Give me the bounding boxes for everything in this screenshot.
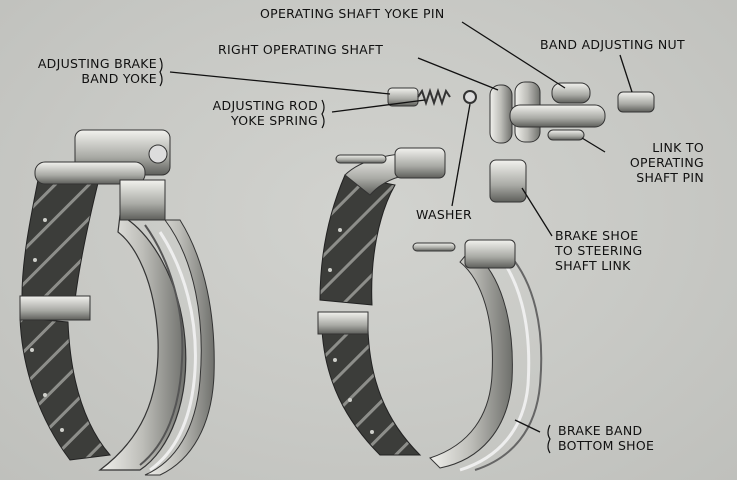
- cotter-pin-upper: [335, 154, 387, 164]
- leader-bottom-shoe: [514, 419, 541, 433]
- leader-right-shaft: [417, 57, 499, 91]
- label-line: BRAKE SHOE: [555, 228, 639, 243]
- leader-link-pin: [581, 137, 606, 153]
- yoke-pin-part: [551, 82, 591, 104]
- left-upper-lining: [21, 169, 101, 301]
- bottom-shoe-lugs: [464, 239, 516, 269]
- steering-link-part: [489, 159, 527, 203]
- label-band-adjusting-nut: BAND ADJUSTING NUT: [540, 37, 685, 52]
- leader-lines: [169, 21, 633, 433]
- label-line: SHAFT PIN: [636, 170, 704, 185]
- label-right-operating-shaft: RIGHT OPERATING SHAFT: [218, 42, 384, 57]
- label-line: BRAKE BAND: [558, 423, 643, 438]
- label-line: ADJUSTING BRAKE: [37, 56, 157, 71]
- upper-shoe-lining: [319, 174, 396, 306]
- label-line: TO STEERING: [555, 243, 643, 258]
- leader-yoke-pin: [461, 21, 566, 89]
- lower-hinge-joint: [317, 311, 369, 335]
- left-yoke-rod: [34, 161, 146, 185]
- label-brake-band-bottom-shoe: BRAKE BAND BOTTOM SHOE: [558, 423, 654, 453]
- label-adjusting-rod-yoke-spring: ADJUSTING ROD YOKE SPRING: [172, 98, 318, 128]
- left-hinge-joint: [19, 295, 91, 321]
- left-lower-lining: [19, 317, 111, 461]
- label-line: BOTTOM SHOE: [558, 438, 655, 453]
- assembled-brake-band: [19, 129, 215, 476]
- leader-adjusting-rod: [331, 99, 426, 113]
- bottom-shoe-band: [429, 249, 513, 469]
- washer-part: [463, 90, 477, 104]
- leader-band-nut: [619, 54, 633, 93]
- band-adjusting-nut-part: [617, 91, 655, 113]
- label-washer: WASHER: [416, 207, 472, 222]
- leader-adjusting-yoke: [169, 71, 391, 95]
- right-operating-shaft-part: [489, 81, 606, 144]
- label-line: YOKE SPRING: [230, 113, 318, 128]
- label-link-to-operating-shaft-pin: LINK TO OPERATING SHAFT PIN: [600, 140, 704, 185]
- lower-shoe-lining: [321, 329, 422, 456]
- exploded-brake-band: [317, 147, 543, 472]
- label-line: LINK TO: [652, 140, 704, 155]
- leader-steering-link: [521, 187, 553, 237]
- label-operating-shaft-yoke-pin: OPERATING SHAFT YOKE PIN: [260, 6, 445, 21]
- left-outer-band: [144, 219, 215, 476]
- label-line: ADJUSTING ROD: [212, 98, 318, 113]
- leader-washer: [451, 103, 471, 207]
- small-parts: [335, 81, 655, 252]
- label-line: SHAFT LINK: [555, 258, 631, 273]
- cotter-pin-lower: [412, 242, 456, 252]
- label-line: BAND YOKE: [81, 71, 157, 86]
- link-pin-part: [547, 129, 585, 141]
- label-brake-shoe-to-steering-shaft-link: BRAKE SHOE TO STEERING SHAFT LINK: [555, 228, 643, 273]
- label-adjusting-brake-band-yoke: ADJUSTING BRAKE BAND YOKE: [4, 56, 157, 86]
- upper-shoe-lugs: [394, 147, 446, 179]
- label-line: OPERATING: [629, 155, 704, 170]
